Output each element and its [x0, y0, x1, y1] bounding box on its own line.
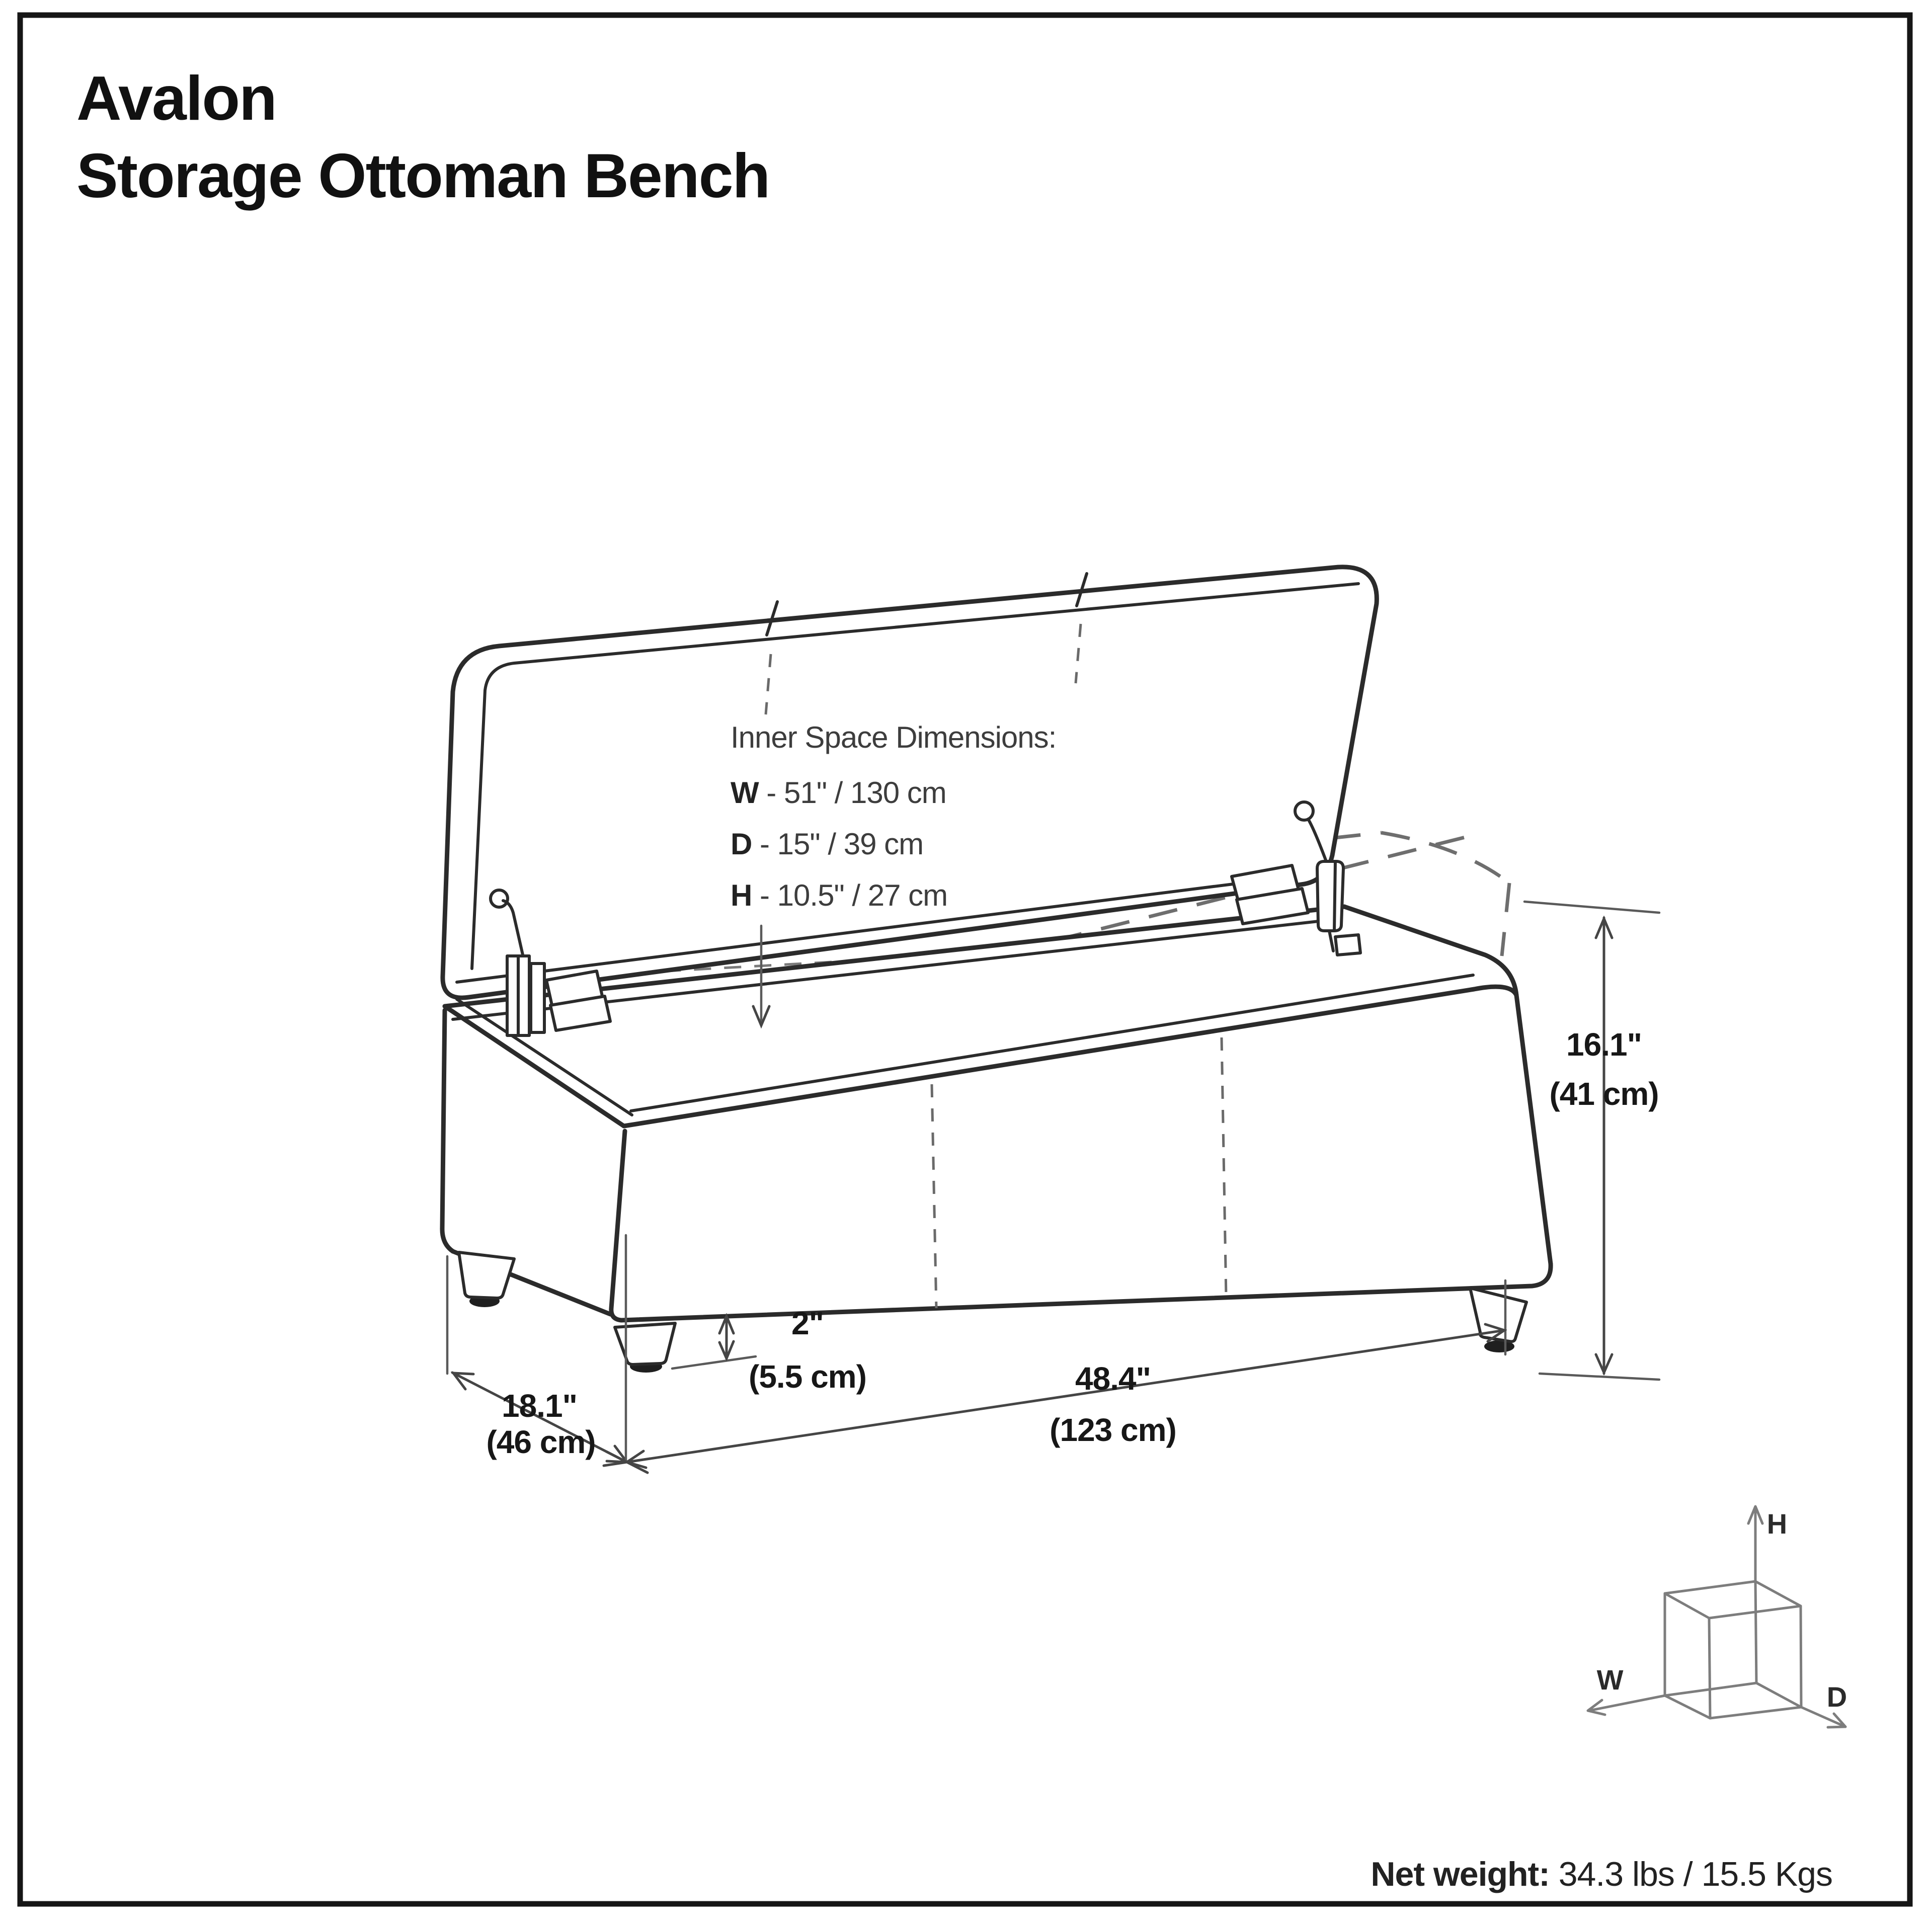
- bench-body: [440, 904, 1553, 1323]
- lid-bottom-band: [455, 875, 1295, 984]
- dimension-depth: 18.1" (46 cm): [446, 1255, 630, 1464]
- cube-d-label: D: [1827, 1681, 1847, 1713]
- dimension-height: 16.1" (41 cm): [1523, 900, 1661, 1381]
- front-rim: [621, 984, 1519, 1129]
- left-hinge-arm: [502, 899, 525, 958]
- inner-space-arrowhead: [752, 1005, 771, 1029]
- width-dim-line: [625, 1329, 1506, 1464]
- gas-strut-cylinder: [1316, 860, 1345, 932]
- title-line-2: Storage Ottoman Bench: [76, 141, 769, 211]
- inner-space-row-d: D - 15" / 39 cm: [731, 827, 923, 861]
- right-edge: [1514, 993, 1553, 1266]
- height-arrow-top: [1594, 915, 1614, 939]
- width-arrow-left: [624, 1450, 648, 1469]
- leg-label-cm: (5.5 cm): [749, 1358, 866, 1395]
- dimension-width: 48.4" (123 cm): [602, 1234, 1507, 1474]
- cube-w-arrowhead: [1586, 1699, 1606, 1716]
- left-hinge: [489, 889, 612, 1037]
- lid-seam-tick-1: [765, 600, 779, 636]
- leg-arrow-top: [718, 1313, 735, 1335]
- width-label-in: 48.4": [1075, 1360, 1151, 1397]
- body-silhouette: [442, 907, 1551, 1321]
- cube-top-face: [1663, 1580, 1802, 1620]
- height-label-in: 16.1": [1566, 1026, 1642, 1063]
- net-weight-label: Net weight:: [1371, 1855, 1549, 1893]
- height-top-tick: [1523, 900, 1661, 914]
- lid-seam-dash-2: [1074, 623, 1082, 684]
- page-border: [17, 12, 1913, 1907]
- inner-space-row-w: W - 51" / 130 cm: [731, 776, 946, 810]
- leg-arrow-bottom: [718, 1340, 735, 1362]
- height-bottom-tick: [1538, 1372, 1661, 1381]
- latch-flap-2: [1235, 887, 1310, 925]
- back-left-leg: [457, 1251, 516, 1300]
- right-hinge: [1230, 800, 1362, 956]
- front-right-foot: [1484, 1340, 1514, 1352]
- gas-strut-line: [1333, 860, 1337, 932]
- depth-dim-line: [451, 1371, 628, 1464]
- lid-face: [440, 565, 1379, 1000]
- lid-inner-edge: [470, 582, 1360, 970]
- cube-left-face: [1663, 1592, 1712, 1720]
- net-weight: Net weight: 34.3 lbs / 15.5 Kgs: [1371, 1855, 1832, 1893]
- left-back-edge: [440, 1008, 455, 1254]
- left-hinge-loop: [489, 889, 509, 909]
- depth-label-cm: (46 cm): [486, 1424, 595, 1460]
- cube-d-arrowhead: [1826, 1712, 1847, 1729]
- lid-seam-tick-2: [1075, 572, 1088, 607]
- gas-strut-rod: [1328, 929, 1335, 952]
- front-left-leg: [613, 1322, 677, 1366]
- ghost-right-corner: [1381, 831, 1511, 885]
- net-weight-value: 34.3 lbs / 15.5 Kgs: [1550, 1855, 1832, 1893]
- right-rim: [1342, 904, 1519, 998]
- axis-cube-icon: W H D: [1586, 1505, 1847, 1729]
- cube-w-label: W: [1597, 1664, 1624, 1696]
- leg-label-in: 2": [791, 1305, 824, 1341]
- cube-hidden-edges: [1663, 1580, 1803, 1709]
- lid-seam-dash-1: [764, 654, 772, 715]
- dimension-leg: 2" (5.5 cm): [671, 1305, 867, 1395]
- front-rim-inner: [629, 974, 1475, 1112]
- inner-space-row-h: H - 10.5" / 27 cm: [731, 878, 947, 912]
- height-arrow-bottom: [1594, 1353, 1614, 1376]
- front-bottom-edge: [619, 1261, 1553, 1323]
- left-top-edge: [442, 1004, 626, 1129]
- left-top-edge-inner: [455, 998, 633, 1116]
- cube-d-axis: [1800, 1706, 1847, 1728]
- front-seam-2: [1220, 1037, 1228, 1297]
- width-arrow-right: [1484, 1323, 1507, 1343]
- width-label-cm: (123 cm): [1050, 1412, 1176, 1448]
- title-line-1: Avalon: [76, 64, 276, 133]
- inner-space-block: Inner Space Dimensions: W - 51" / 130 cm…: [731, 720, 1057, 1029]
- height-label-cm: (41 cm): [1549, 1076, 1658, 1112]
- cube-h-label: H: [1767, 1508, 1787, 1540]
- cube-h-arrowhead: [1747, 1505, 1764, 1525]
- cube-w-axis: [1587, 1694, 1666, 1712]
- page-title: Avalon Storage Ottoman Bench: [76, 64, 770, 211]
- legs: [457, 1251, 1528, 1373]
- left-hinge-flap-2: [549, 995, 612, 1032]
- left-hinge-plate: [529, 962, 546, 1034]
- depth-arrow-top: [450, 1372, 475, 1391]
- gas-strut-bracket: [1334, 933, 1362, 956]
- depth-label-in: 18.1": [502, 1388, 577, 1424]
- lid: [440, 565, 1379, 1000]
- inner-space-heading: Inner Space Dimensions:: [731, 720, 1056, 754]
- ghost-right-drop: [1500, 883, 1511, 956]
- strut-cable: [1307, 818, 1328, 863]
- strut-loop: [1294, 800, 1315, 822]
- leg-bottom-ref: [671, 1355, 757, 1370]
